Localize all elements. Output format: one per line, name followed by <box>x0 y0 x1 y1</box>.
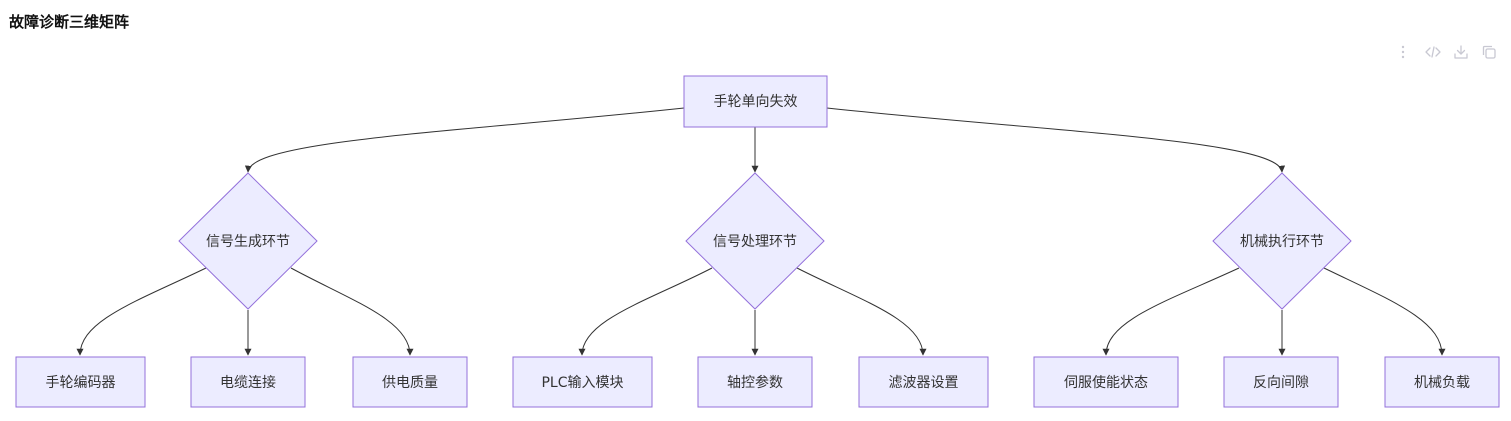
edge-signal-processing-to-plc <box>578 267 713 356</box>
edge-root-to-signal-generation <box>244 107 685 173</box>
decision-node-label: 机械执行环节 <box>1240 234 1324 250</box>
root-node-label: 手轮单向失效 <box>714 94 798 110</box>
leaf-node-label: 手轮编码器 <box>46 375 116 391</box>
edge-root-to-mechanical-execution <box>826 107 1286 173</box>
leaf-node-label: 滤波器设置 <box>889 375 959 391</box>
edge-signal-generation-to-power <box>290 267 414 356</box>
code-icon[interactable] <box>1424 43 1442 61</box>
edge-mechanical-execution-to-servo <box>1102 267 1240 356</box>
download-icon[interactable] <box>1452 43 1470 61</box>
page-title: 故障诊断三维矩阵 <box>9 13 130 31</box>
leaf-node-load[interactable]: 机械负载 <box>1384 356 1500 408</box>
edge-mechanical-execution-to-load <box>1323 267 1446 356</box>
leaf-node-filter[interactable]: 滤波器设置 <box>858 356 989 408</box>
edges <box>76 107 1446 356</box>
leaf-node-cable[interactable]: 电缆连接 <box>190 356 306 408</box>
leaf-node-power[interactable]: 供电质量 <box>352 356 468 408</box>
diagram-toolbar <box>1394 43 1502 61</box>
edge-signal-processing-to-filter <box>796 267 927 356</box>
decision-node-label: 信号生成环节 <box>206 234 290 250</box>
leaf-node-label: PLC输入模块 <box>541 375 623 391</box>
leaf-node-backlash[interactable]: 反向间隙 <box>1223 356 1339 408</box>
leaf-node-label: 轴控参数 <box>727 374 783 391</box>
leaf-node-label: 供电质量 <box>382 375 438 391</box>
leaf-node-label: 伺服使能状态 <box>1064 374 1148 391</box>
leaf-node-encoder[interactable]: 手轮编码器 <box>15 356 146 408</box>
copy-icon[interactable] <box>1480 43 1498 61</box>
decision-node-label: 信号处理环节 <box>713 234 797 250</box>
decision-node-signal-processing[interactable]: 信号处理环节 <box>685 172 825 310</box>
decision-node-signal-generation[interactable]: 信号生成环节 <box>178 172 318 310</box>
leaf-node-axis-params[interactable]: 轴控参数 <box>697 356 813 408</box>
leaf-node-label: 反向间隙 <box>1253 375 1309 391</box>
root-node[interactable]: 手轮单向失效 <box>683 75 828 128</box>
decision-node-mechanical-execution[interactable]: 机械执行环节 <box>1212 172 1352 310</box>
more-vertical-icon[interactable] <box>1394 43 1412 61</box>
leaf-node-servo[interactable]: 伺服使能状态 <box>1033 356 1179 408</box>
leaf-node-label: 机械负载 <box>1414 375 1470 391</box>
leaf-node-plc[interactable]: PLC输入模块 <box>512 356 653 408</box>
edge-signal-generation-to-encoder <box>76 267 207 356</box>
leaf-node-label: 电缆连接 <box>220 374 276 391</box>
